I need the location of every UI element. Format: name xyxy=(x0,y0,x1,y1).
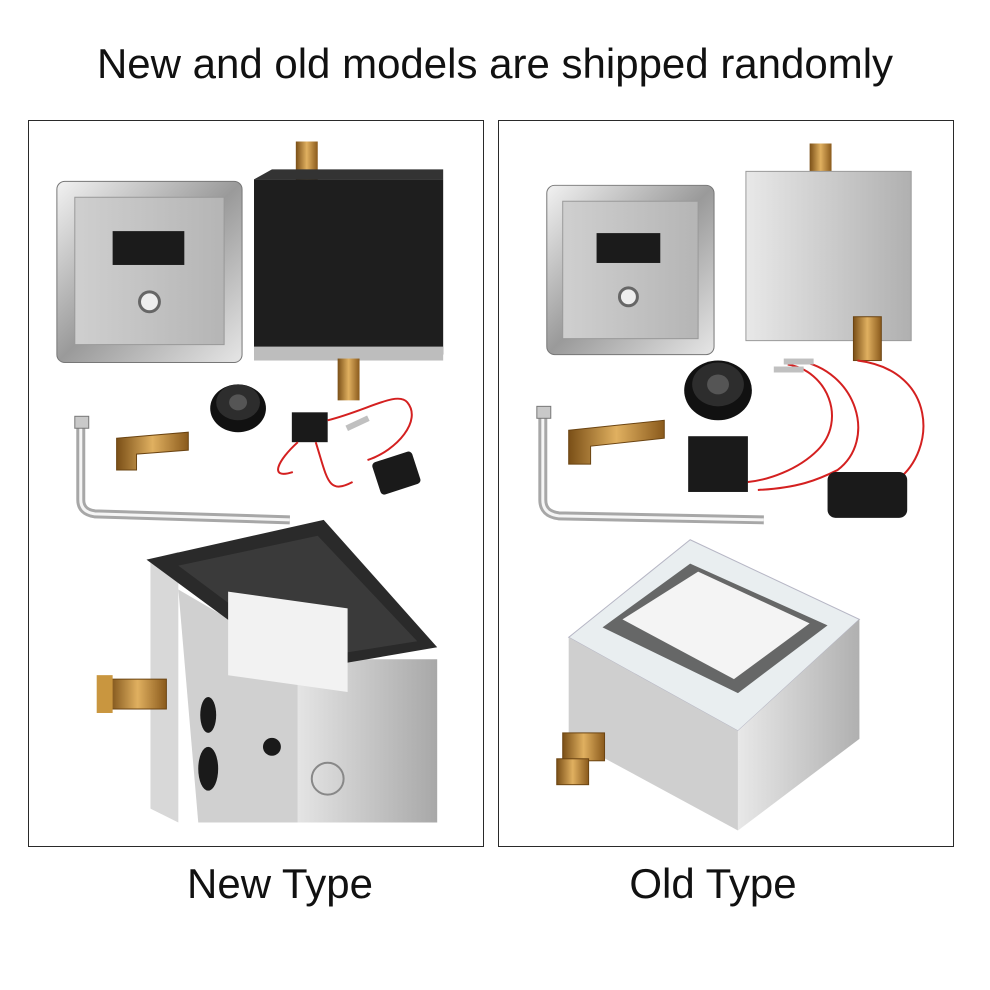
valve-housing xyxy=(556,539,861,831)
control-module xyxy=(688,436,748,492)
valve-housing xyxy=(96,519,438,823)
new-type-illustration xyxy=(56,141,444,823)
old-type-illustration xyxy=(536,143,925,831)
battery-pack xyxy=(372,451,421,495)
valve-box xyxy=(254,141,444,401)
sensor-faceplate xyxy=(56,180,243,364)
red-wires xyxy=(747,358,925,491)
old-type-caption: Old Type xyxy=(629,860,797,907)
control-module xyxy=(277,397,413,488)
brass-elbow xyxy=(116,431,189,471)
headline: New and old models are shipped randomly xyxy=(96,40,894,87)
old-type-panel xyxy=(498,120,954,847)
new-type-caption: New Type xyxy=(187,860,373,907)
new-type-panel xyxy=(28,120,484,847)
rubber-gasket xyxy=(684,360,752,421)
valve-box xyxy=(745,143,912,362)
rubber-gasket xyxy=(210,384,266,433)
sensor-faceplate xyxy=(546,184,715,356)
flush-pipe xyxy=(536,405,764,525)
brass-elbow xyxy=(568,419,665,465)
flush-pipe xyxy=(74,415,290,525)
battery-pack xyxy=(827,472,908,518)
